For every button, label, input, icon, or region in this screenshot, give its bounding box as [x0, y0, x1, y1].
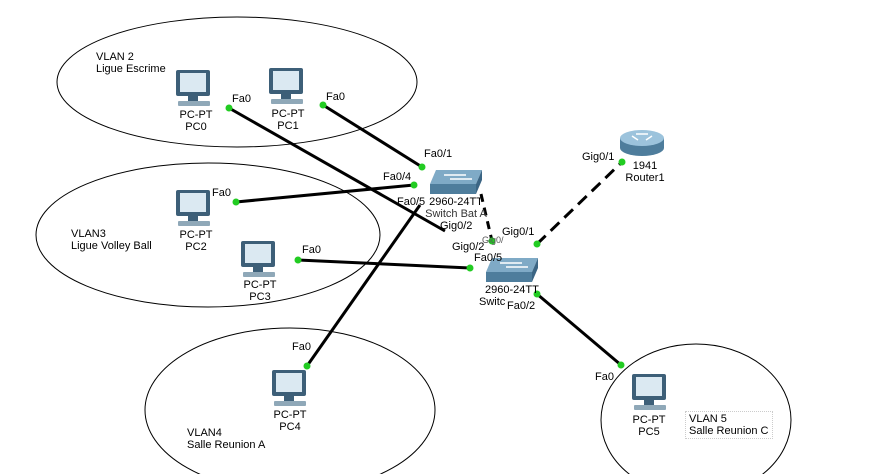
port-status-dots: [225, 101, 626, 370]
vlan3-label: VLAN3 Ligue Volley Ball: [68, 227, 155, 253]
port-label-swa-gig02: Gig0/2: [440, 220, 473, 232]
port-label-pc3-fa0: Fa0: [302, 244, 321, 256]
vlan5-area: [600, 343, 792, 474]
pc4-type: PC-PT: [273, 409, 307, 421]
vlan2-name: VLAN 2: [96, 51, 134, 63]
vlan3-desc: Ligue Volley Ball: [71, 240, 152, 252]
port-label-swa-gig01-partial: Gig0/1: [482, 235, 504, 245]
switch-b-type: 2960-24TT: [485, 284, 539, 296]
router-name: Router1: [625, 172, 665, 184]
pc5-icon[interactable]: [632, 374, 666, 410]
vlan3-area: [35, 162, 381, 308]
vlan5-desc: Salle Reunion C: [689, 425, 769, 437]
pc1-name: PC1: [277, 120, 299, 132]
router-icon[interactable]: [620, 130, 664, 156]
port-label-swa-fa05: Fa0/5: [397, 196, 426, 208]
switch-a-name: Switch Bat A: [425, 208, 487, 220]
vlan2-desc: Ligue Escrime: [96, 63, 166, 75]
pc1-label: PC-PT PC1: [272, 108, 305, 132]
port-dot: [294, 256, 302, 264]
vlan4-area: [144, 327, 436, 474]
pc3-name: PC3: [249, 291, 271, 303]
links: [228, 103, 624, 367]
switch-a-icon[interactable]: [430, 170, 482, 194]
port-label-swb-gig02: Gig0/2: [452, 241, 485, 253]
router-type: 1941: [632, 160, 658, 172]
link-switch-b-pc5[interactable]: [536, 292, 622, 367]
vlan4-label: VLAN4 Salle Reunion A: [184, 426, 269, 452]
link-pc3-switch-b[interactable]: [297, 258, 471, 270]
pc0-label: PC-PT PC0: [180, 109, 213, 133]
vlan4-desc: Salle Reunion A: [187, 439, 266, 451]
link-pc0-switch-a[interactable]: [228, 106, 446, 233]
vlan2-area: [56, 16, 418, 148]
vlan5-label: VLAN 5 Salle Reunion C: [685, 411, 773, 439]
link-pc1-switch-a[interactable]: [322, 103, 423, 169]
pc2-name: PC2: [185, 241, 207, 253]
port-dot: [418, 163, 426, 171]
pc3-icon[interactable]: [241, 241, 275, 277]
pc3-label: PC-PT PC3: [244, 279, 277, 303]
switch-a-type: 2960-24TT: [429, 196, 483, 208]
port-label-pc1-fa0: Fa0: [326, 91, 345, 103]
port-label-pc4-fa0: Fa0: [292, 341, 311, 353]
port-dot: [303, 362, 311, 370]
port-dot: [533, 240, 541, 248]
pc0-icon[interactable]: [176, 70, 210, 106]
port-label-swb-fa05: Fa0/5: [474, 252, 503, 264]
switch-b-name: Switc: [479, 296, 506, 308]
vlan2-label: VLAN 2 Ligue Escrime: [93, 50, 169, 76]
pc5-type: PC-PT: [632, 414, 666, 426]
port-dot: [319, 101, 327, 109]
link-pc2-switch-a[interactable]: [235, 183, 415, 204]
pc4-label: PC-PT PC4: [274, 409, 307, 433]
pc3-type: PC-PT: [243, 279, 277, 291]
pc1-type: PC-PT: [271, 108, 305, 120]
port-dot: [618, 158, 626, 166]
pc0-type: PC-PT: [179, 109, 213, 121]
port-dot: [466, 264, 474, 272]
vlan3-name: VLAN3: [71, 228, 106, 240]
pc5-name: PC5: [638, 426, 660, 438]
port-dot: [225, 104, 233, 112]
switch-b-icon[interactable]: [486, 258, 538, 282]
pc0-name: PC0: [185, 121, 207, 133]
port-label-swa-fa04: Fa0/4: [383, 171, 412, 183]
pc4-icon[interactable]: [272, 370, 306, 406]
port-dot: [410, 181, 418, 189]
vlan4-name: VLAN4: [187, 427, 222, 439]
pc4-name: PC4: [279, 421, 301, 433]
port-label-swb-fa02: Fa0/2: [507, 300, 536, 312]
port-label-swb-gig01: Gig0/1: [502, 226, 535, 238]
port-dot: [232, 198, 240, 206]
port-label-router-gig01: Gig0/1: [582, 151, 615, 163]
pc1-icon[interactable]: [269, 68, 303, 104]
port-dot: [617, 361, 625, 369]
port-dot: [533, 290, 541, 298]
pc2-label: PC-PT PC2: [180, 229, 213, 253]
link-switch-b-router[interactable]: [535, 160, 624, 246]
link-pc4-switch-a[interactable]: [305, 204, 422, 367]
pc2-type: PC-PT: [179, 229, 213, 241]
switch-a-label: 2960-24TT Switch Bat A: [425, 196, 487, 220]
vlan5-name: VLAN 5: [689, 413, 727, 425]
port-label-swa-fa01: Fa0/1: [424, 148, 453, 160]
router-label: 1941 Router1: [625, 160, 664, 184]
pc5-label: PC-PT PC5: [633, 414, 666, 438]
port-label-pc0-fa0: Fa0: [232, 93, 251, 105]
port-label-pc5-fa0: Fa0: [595, 371, 614, 383]
port-dot: [488, 237, 496, 245]
port-label-pc2-fa0: Fa0: [212, 187, 231, 199]
pc2-icon[interactable]: [176, 190, 210, 226]
switch-b-label: 2960-24TT Switc: [479, 284, 539, 308]
